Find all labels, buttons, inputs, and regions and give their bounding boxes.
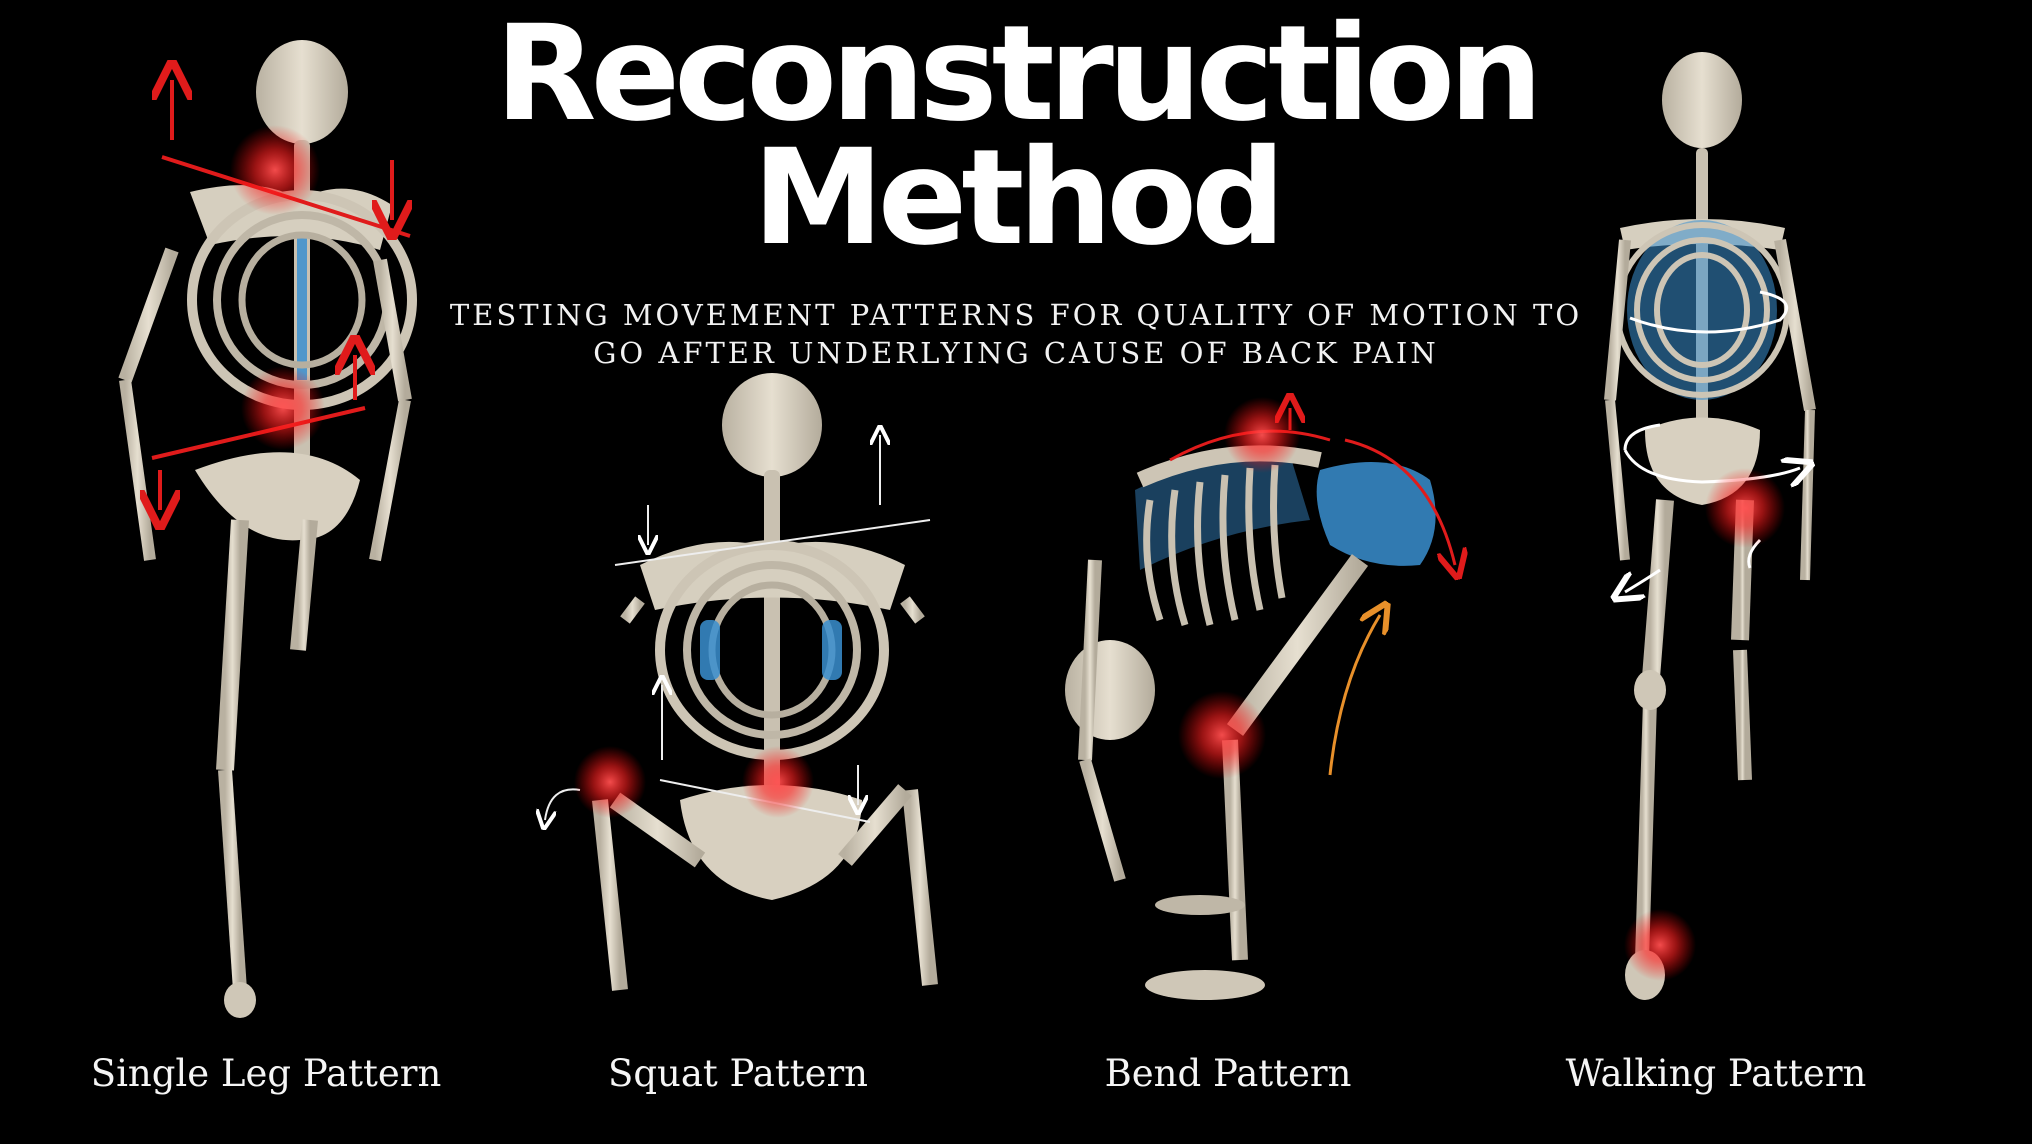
label-bend-pattern: Bend Pattern [1104,1052,1352,1095]
skeleton-single-leg [118,40,417,1018]
label-single-leg-pattern: Single Leg Pattern [90,1052,442,1095]
subtitle-line-2: GO AFTER UNDERLYING CAUSE OF BACK PAIN [593,336,1439,370]
subtitle-line-1: TESTING MOVEMENT PATTERNS FOR QUALITY OF… [449,298,1583,332]
skeleton-walking [1604,52,1810,1000]
skeleton-squat [545,373,938,991]
label-squat-pattern: Squat Pattern [608,1052,868,1095]
skeleton-bend [1065,397,1455,1000]
page-title-line-2: Method [752,121,1285,275]
label-walking-pattern: Walking Pattern [1565,1052,1867,1095]
page-title-line-1: Reconstruction [494,0,1543,151]
